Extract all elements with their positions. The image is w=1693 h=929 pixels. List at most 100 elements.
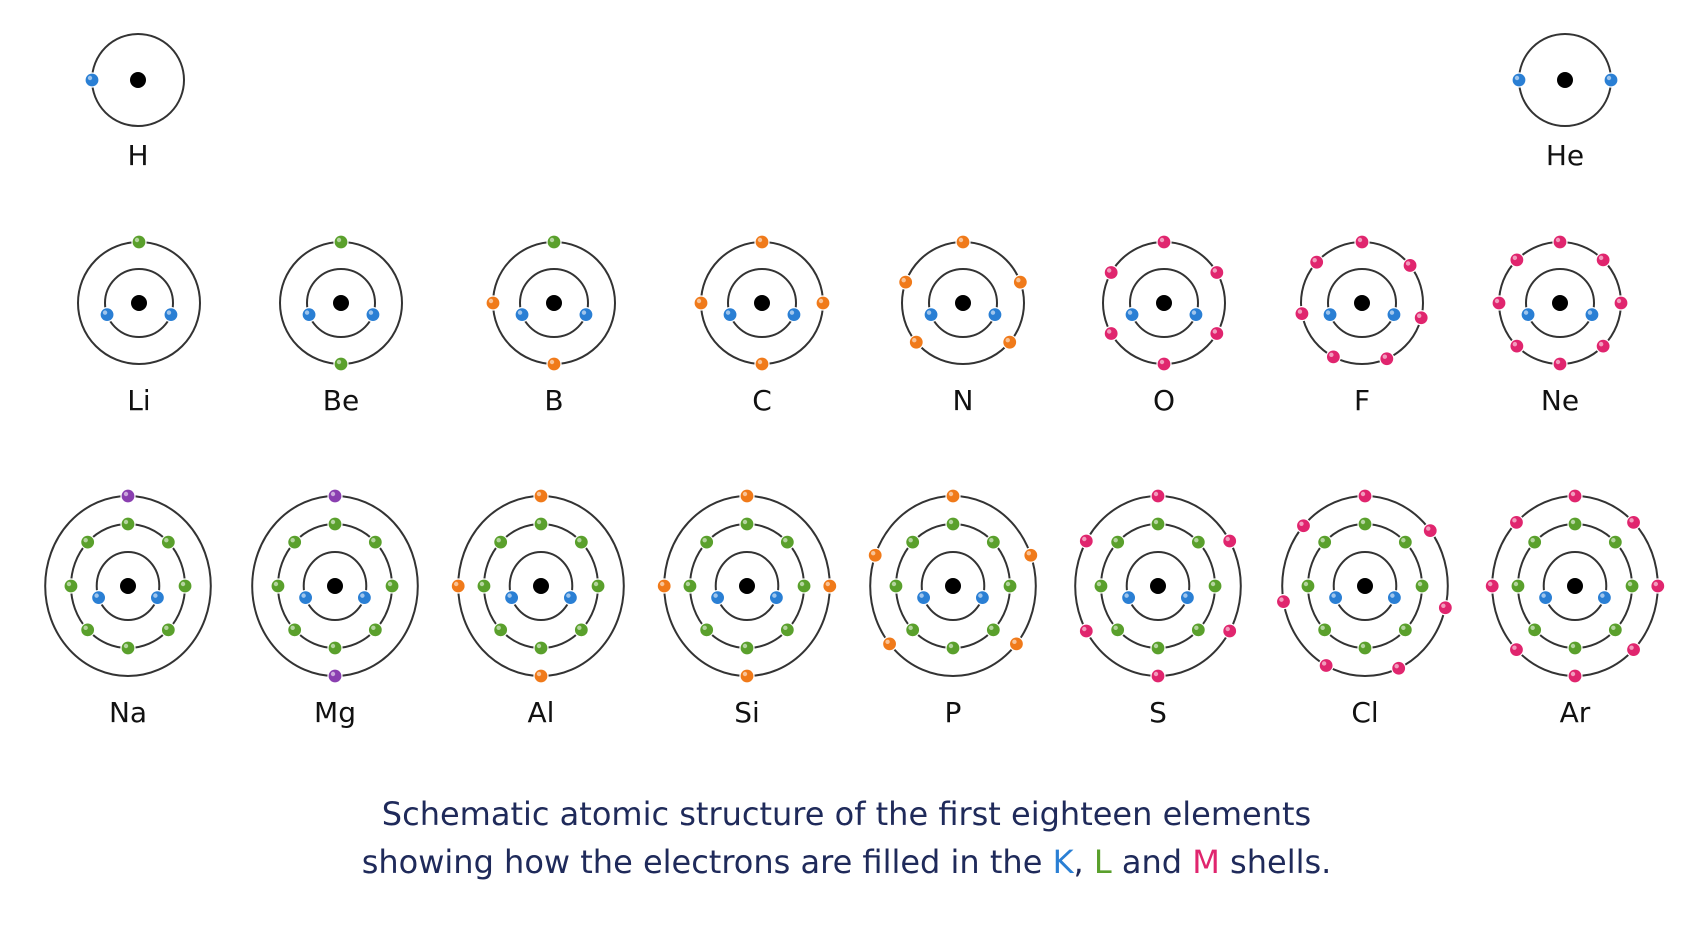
electron-highlight	[87, 75, 93, 81]
element-symbol-f: F	[1354, 384, 1370, 417]
electron	[1527, 534, 1543, 550]
element-symbol-be: Be	[323, 384, 359, 417]
electron-highlight	[180, 581, 186, 587]
atom-n: N	[898, 234, 1028, 417]
electron	[590, 578, 606, 594]
caption-l-shell: L	[1093, 843, 1112, 881]
electron	[779, 622, 795, 638]
electron	[693, 295, 709, 311]
electron-highlight	[1159, 359, 1165, 365]
electron-highlight	[901, 277, 906, 283]
electron-highlight	[1570, 671, 1576, 677]
electron-highlight	[1106, 268, 1112, 273]
electron	[578, 307, 594, 323]
electron-highlight	[1417, 581, 1423, 587]
electron-highlight	[1606, 75, 1612, 81]
element-symbol-ar: Ar	[1560, 696, 1591, 729]
electron-highlight	[742, 519, 748, 525]
caption-line-1-text: Schematic atomic structure of the first …	[381, 795, 1312, 833]
electron	[1078, 533, 1094, 549]
electron-highlight	[1394, 664, 1399, 669]
electron	[1209, 264, 1225, 281]
electron-highlight	[1357, 237, 1363, 243]
electron-highlight	[757, 359, 763, 365]
electron	[327, 516, 343, 532]
electron-highlight	[885, 639, 890, 645]
electron	[699, 622, 715, 638]
electron-highlight	[1530, 537, 1535, 543]
electron	[1397, 534, 1413, 550]
electron	[301, 307, 317, 323]
electron-highlight	[1441, 603, 1446, 608]
electron-highlight	[1212, 268, 1218, 273]
atom-ne: Ne	[1491, 234, 1629, 417]
electron-highlight	[1329, 352, 1334, 358]
electron	[945, 640, 961, 656]
electron-highlight	[330, 491, 336, 497]
electron-highlight	[1555, 237, 1561, 243]
electron-highlight	[507, 593, 512, 598]
electron	[1317, 534, 1333, 550]
electron	[80, 622, 96, 638]
electron	[1328, 590, 1344, 606]
electron	[485, 295, 501, 311]
electron-highlight	[908, 537, 913, 543]
electron	[1397, 622, 1413, 638]
electron	[754, 356, 770, 372]
electron-highlight	[1405, 261, 1411, 266]
electron-highlight	[789, 310, 795, 315]
electron-highlight	[891, 581, 897, 587]
electron-highlight	[1512, 645, 1517, 650]
electron	[493, 622, 509, 638]
electron	[1552, 234, 1568, 250]
electron-highlight	[1082, 536, 1087, 542]
caption-m-shell: M	[1192, 843, 1220, 881]
electron	[1002, 334, 1018, 350]
caption-line-2: showing how the electrons are filled in …	[0, 838, 1693, 886]
electron-highlight	[536, 491, 542, 497]
electron	[1422, 522, 1438, 539]
electron	[1295, 518, 1312, 534]
electron	[1484, 578, 1500, 594]
electron-highlight	[1512, 255, 1518, 261]
electron	[1567, 668, 1583, 684]
electron	[1317, 622, 1333, 638]
electron	[739, 668, 755, 684]
electron-highlight	[757, 237, 763, 243]
electron	[722, 307, 738, 323]
electron	[1078, 623, 1094, 639]
electron	[84, 72, 100, 88]
electron-highlight	[536, 671, 542, 677]
electron-highlight	[290, 625, 295, 631]
electron-highlight	[1530, 625, 1535, 631]
electron	[91, 590, 107, 606]
element-symbol-he: He	[1546, 139, 1584, 172]
electron-highlight	[577, 625, 582, 631]
element-symbol-al: Al	[528, 696, 555, 729]
electron	[1607, 622, 1623, 638]
nucleus	[120, 578, 136, 594]
electron-highlight	[517, 310, 523, 315]
electron-highlight	[123, 519, 129, 525]
electron	[699, 534, 715, 550]
electron	[739, 488, 755, 504]
electron-highlight	[912, 338, 917, 343]
electron-highlight	[1153, 643, 1159, 649]
electron	[1008, 636, 1025, 652]
electron-highlight	[134, 237, 140, 243]
electron-highlight	[1611, 537, 1616, 543]
electron-highlight	[818, 298, 824, 304]
nucleus	[1552, 295, 1568, 311]
electron-highlight	[83, 625, 88, 631]
electron	[533, 668, 549, 684]
electron-highlight	[83, 537, 88, 543]
electron	[1156, 356, 1172, 372]
electron-highlight	[742, 671, 748, 677]
electron	[1509, 338, 1525, 354]
electron-highlight	[123, 491, 129, 497]
electron-highlight	[1512, 518, 1517, 523]
atom-si: Si	[656, 488, 838, 729]
orbit-shell-1	[1525, 268, 1595, 338]
electron-highlight	[685, 581, 691, 587]
orbit-shell-1	[519, 268, 589, 338]
